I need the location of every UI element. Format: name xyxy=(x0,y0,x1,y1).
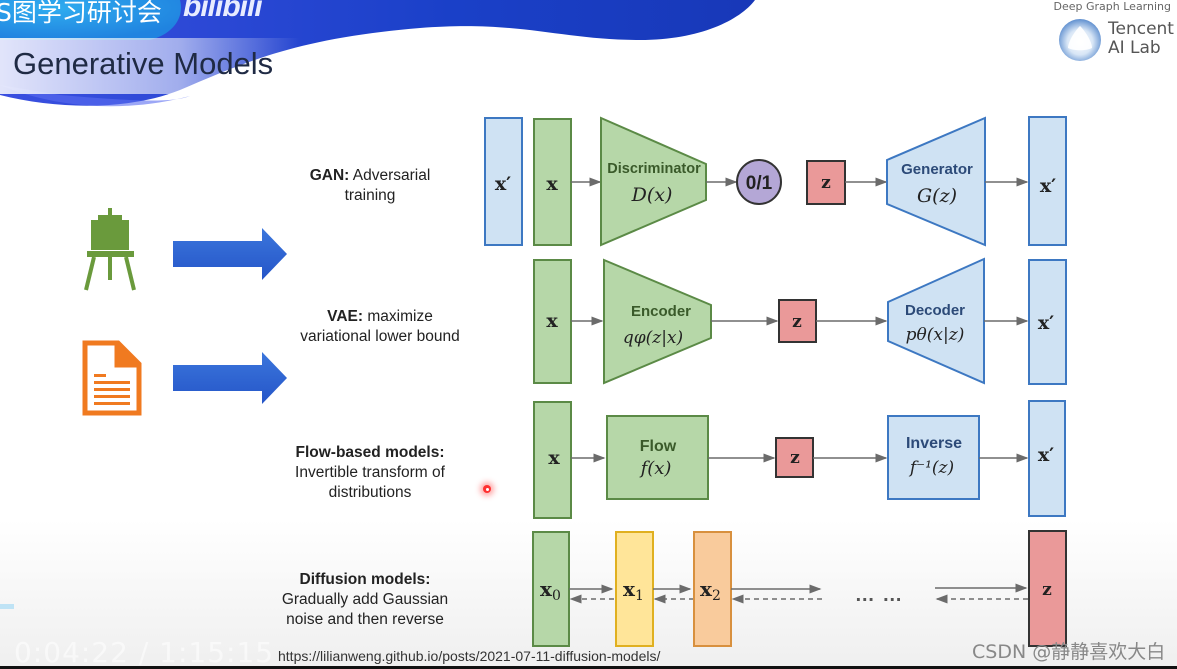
encoder-label: Encoder xyxy=(631,303,691,320)
title-band xyxy=(0,38,300,94)
flow-desc-line1: Invertible transform of xyxy=(295,464,445,481)
diffusion-desc-line1: Gradually add Gaussian xyxy=(281,591,449,608)
arrow-right-icon xyxy=(173,228,287,280)
diffusion-x1-block xyxy=(615,531,654,647)
slide-bottom-shade xyxy=(0,520,1177,669)
diffusion-latent-block xyxy=(1028,530,1067,647)
decoder-math: pθ(x|z) xyxy=(906,325,965,345)
discriminator-math: D(x) xyxy=(631,184,673,206)
diffusion-x1-sub: 1 xyxy=(635,588,644,604)
flow-label: Flow xyxy=(640,438,677,455)
diffusion-latent-label: z xyxy=(1042,580,1052,600)
org-name-line2: AI Lab xyxy=(1108,38,1161,58)
real-fake-output-label: 0/1 xyxy=(746,173,773,194)
tencent-ai-lab-logo-icon xyxy=(1059,19,1101,61)
flow-input-label: x xyxy=(548,447,560,469)
flow-latent-label: z xyxy=(790,448,800,468)
vae-output-label: x′ xyxy=(1038,312,1054,334)
gan-desc-line2: training xyxy=(344,187,396,204)
slide-title: Generative Models xyxy=(13,46,274,81)
diffusion-x0-label: x0 xyxy=(540,577,561,604)
diffusion-x0-sub: 0 xyxy=(552,588,561,604)
gan-description: GAN: Adversarial training xyxy=(270,166,470,206)
flow-latent-block xyxy=(775,437,814,478)
vae-input-label: x xyxy=(546,310,558,332)
real-fake-output-node xyxy=(736,159,782,205)
inverse-math: f⁻¹(z) xyxy=(908,458,954,478)
org-tagline: Deep Graph Learning xyxy=(1053,0,1171,13)
gan-fake-sample-block xyxy=(484,117,523,246)
decoder-block xyxy=(887,257,985,385)
gan-real-sample-label: x xyxy=(546,173,558,195)
laser-pointer xyxy=(483,485,491,493)
diffusion-name: Diffusion models: xyxy=(299,571,431,588)
vae-description: VAE: maximize variational lower bound xyxy=(270,307,490,347)
flow-input-block xyxy=(533,401,572,519)
diffusion-x0-var: x xyxy=(540,577,553,601)
encoder-math: qφ(z|x) xyxy=(623,328,683,348)
diffusion-ellipsis: … … xyxy=(855,584,904,606)
flow-transform-block xyxy=(606,415,709,500)
video-timestamp: 0:04:22 / 1:15:15 xyxy=(14,636,275,669)
diffusion-x2-sub: 2 xyxy=(712,588,721,604)
inverse-label: Inverse xyxy=(906,435,962,452)
diffusion-desc-line2: noise and then reverse xyxy=(286,611,444,628)
document-icon xyxy=(82,340,142,416)
flow-name: Flow-based models: xyxy=(295,444,445,461)
vae-row: x Encoder qφ(z|x) z Decoder pθ(x|z) x′ xyxy=(533,257,1067,385)
diffusion-x0-block xyxy=(532,531,570,647)
vae-output-block xyxy=(1028,259,1067,385)
bilibili-logo: bilibili xyxy=(183,0,263,23)
csdn-watermark: CSDN @静静喜欢大白 xyxy=(972,641,1166,663)
encoder-block xyxy=(603,258,712,385)
diffusion-x1-label: x1 xyxy=(623,577,644,604)
gan-generated-sample-label: x′ xyxy=(1040,175,1056,197)
gan-real-sample-block xyxy=(533,118,572,246)
easel-icon xyxy=(84,208,136,291)
vae-desc-line1: maximize xyxy=(367,308,433,325)
vae-input-block xyxy=(533,259,572,384)
gan-generated-sample-block xyxy=(1028,116,1067,246)
gan-fake-sample-label: x′ xyxy=(495,173,511,195)
flow-desc-line2: distributions xyxy=(328,484,412,501)
decoder-label: Decoder xyxy=(905,302,965,319)
diffusion-x2-var: x xyxy=(700,577,713,601)
generator-block xyxy=(886,116,986,247)
vae-name: VAE: xyxy=(327,308,364,325)
gan-latent-label: z xyxy=(821,173,831,193)
generator-math: G(z) xyxy=(917,185,957,207)
bottom-border xyxy=(0,666,1177,669)
left-decoration xyxy=(0,604,14,609)
diffusion-x2-label: x2 xyxy=(700,577,721,604)
gan-name: GAN: xyxy=(309,167,350,184)
org-name: Tencent AI Lab xyxy=(1108,20,1174,58)
discriminator-label: Discriminator xyxy=(607,161,701,177)
flow-output-label: x′ xyxy=(1038,444,1054,466)
org-name-line1: Tencent xyxy=(1108,19,1174,39)
diffusion-row: x0 x1 x2 … … z xyxy=(532,530,1067,647)
flow-output-block xyxy=(1028,400,1066,517)
diffusion-x1-var: x xyxy=(623,577,636,601)
flow-row: x Flow f(x) z Inverse f⁻¹(z) x′ xyxy=(533,400,1066,519)
seminar-title: S图学习研讨会 xyxy=(0,0,162,27)
vae-latent-label: z xyxy=(792,312,802,332)
gan-desc-line1: Adversarial xyxy=(352,167,431,184)
arrow-right-icon xyxy=(173,352,287,404)
diffusion-description: Diffusion models: Gradually add Gaussian… xyxy=(255,570,475,630)
source-url[interactable]: https://lilianweng.github.io/posts/2021-… xyxy=(278,648,661,664)
discriminator-block xyxy=(600,116,707,247)
flow-description: Flow-based models: Invertible transform … xyxy=(260,443,480,503)
vae-desc-line2: variational lower bound xyxy=(300,328,460,345)
generator-label: Generator xyxy=(901,161,973,178)
inverse-transform-block xyxy=(887,415,980,500)
gan-latent-block xyxy=(806,160,846,205)
gan-row: x′ x Discriminator D(x) 0/1 z Generator … xyxy=(484,116,1067,247)
flow-math: f(x) xyxy=(639,458,672,479)
